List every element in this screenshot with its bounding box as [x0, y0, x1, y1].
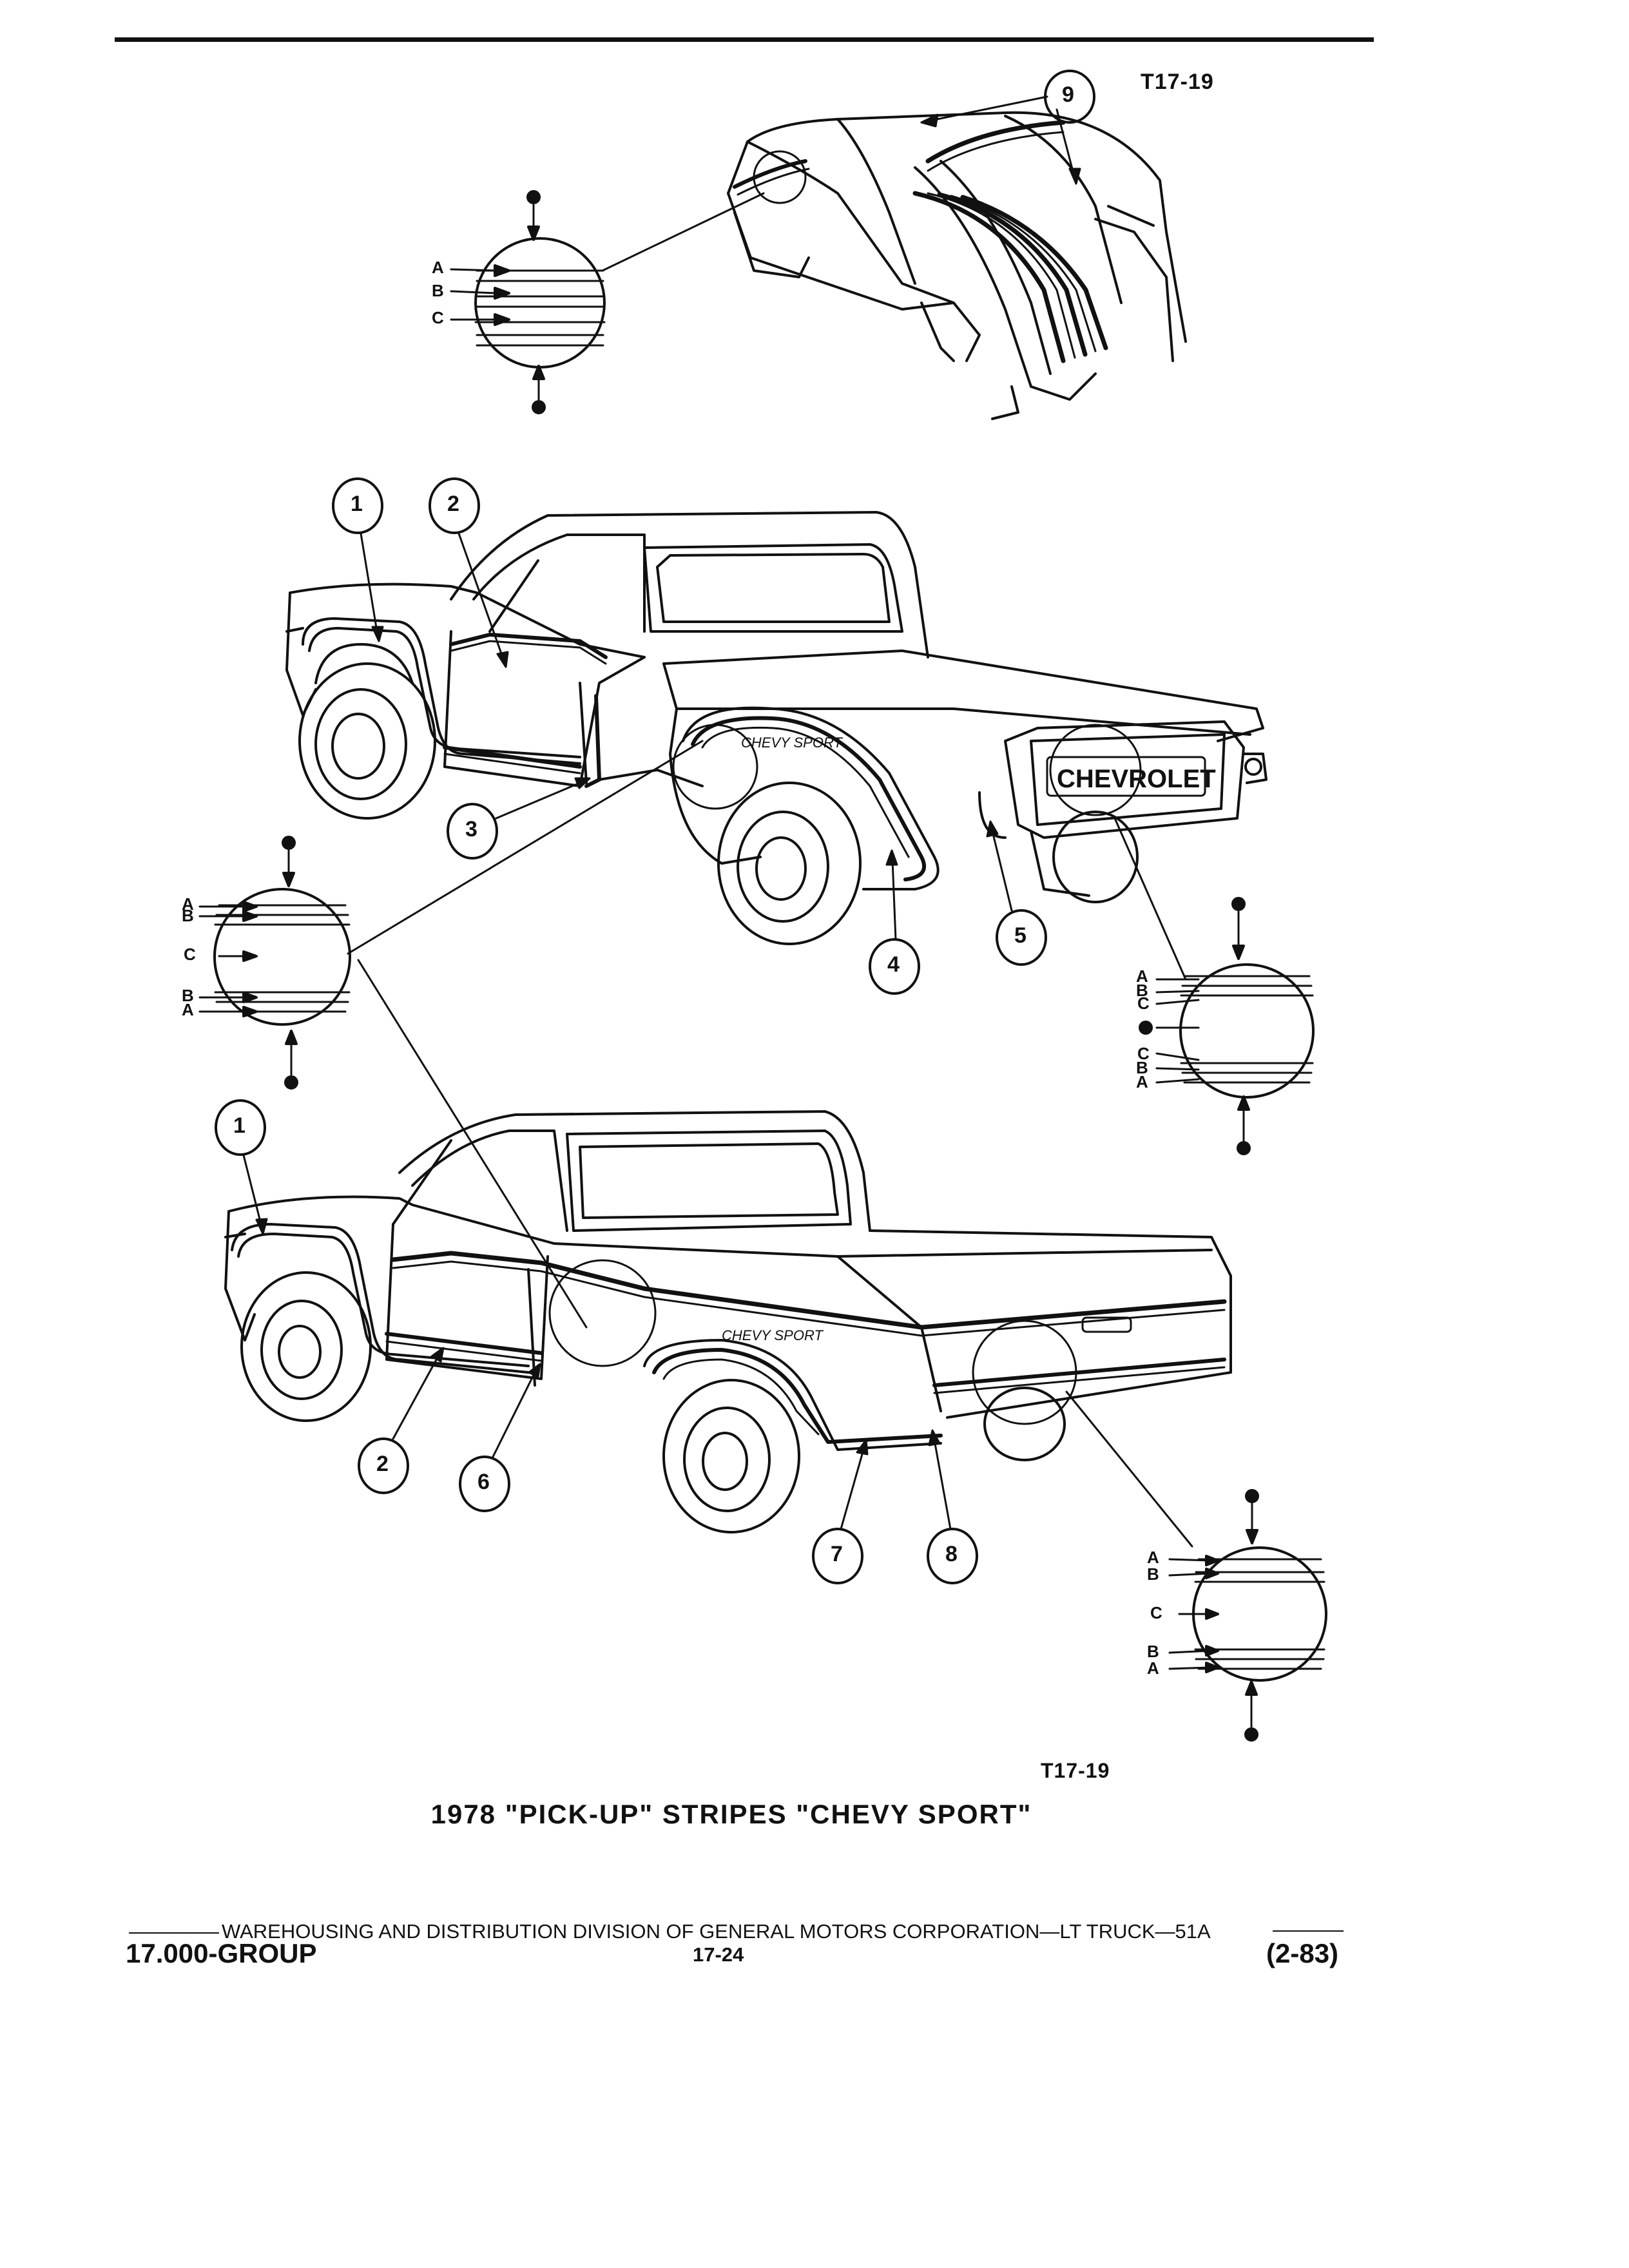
callout-1-label: 1 [351, 492, 363, 516]
hood-view [601, 111, 1187, 420]
callout-8-label: 8 [945, 1542, 958, 1566]
box-letter-c: C [1150, 1603, 1163, 1622]
callout-2-circle-top [429, 477, 480, 534]
callout-5-label: 5 [1014, 923, 1027, 948]
stepside-pickup: CHEVY SPORT CHEVROLET [285, 511, 1268, 945]
callout-2b-label: 2 [376, 1452, 389, 1476]
callout-6-label: 6 [477, 1470, 490, 1494]
fender-letter-b-bottom: B [182, 986, 195, 1005]
detail-circle-rear-fender [198, 740, 704, 1329]
box-letter-a-bottom: A [1147, 1658, 1160, 1678]
callout-7-label: 7 [831, 1542, 843, 1566]
hood-letter-c: C [432, 308, 445, 327]
callout-9-circle [1044, 70, 1095, 124]
figure-caption: 1978 "PICK-UP" STRIPES "CHEVY SPORT" [430, 1799, 1032, 1829]
top-rule [115, 37, 1374, 42]
fleetside-pickup: CHEVY SPORT [224, 1110, 1232, 1548]
svg-text:CHEVY SPORT: CHEVY SPORT [722, 1327, 824, 1343]
detail-circle-tailgate [1113, 817, 1315, 1155]
footer-division-line: WAREHOUSING AND DISTRIBUTION DIVISION OF… [129, 1920, 1211, 1943]
fender-letter-c: C [184, 945, 197, 964]
hood-letter-a: A [432, 258, 445, 277]
box-letter-b-bottom: B [1147, 1642, 1160, 1661]
footer-division-text: WAREHOUSING AND DISTRIBUTION DIVISION OF… [222, 1920, 1211, 1943]
callout-9-leaders [920, 95, 1081, 185]
tailgate-letter-b-top: B [1136, 981, 1149, 1000]
detail-circle-box-side [1168, 1489, 1327, 1742]
footer-dash [129, 1932, 219, 1934]
revision-date: (2-83) [1266, 1938, 1339, 1968]
callout-1-circle-top [332, 477, 383, 534]
callout-4-circle [869, 938, 920, 995]
tailgate-letter-a-top: A [1136, 966, 1149, 986]
tailgate-letter-a-bottom: A [1136, 1072, 1149, 1091]
fender-letter-a-bottom: A [182, 1000, 195, 1019]
callout-9-label: 9 [1062, 82, 1075, 107]
tailgate-letter-b-bottom: B [1136, 1058, 1149, 1077]
box-letter-b-top: B [1147, 1564, 1160, 1584]
svg-text:CHEVY SPORT: CHEVY SPORT [741, 735, 843, 751]
callout-1-circle-bottom [215, 1099, 266, 1156]
callout-4-label: 4 [887, 952, 900, 977]
diagram-reference-bottom: T17-19 [1041, 1759, 1110, 1782]
hood-letter-b: B [432, 281, 445, 300]
callout-3-label: 3 [465, 817, 478, 841]
callout-8-circle [927, 1528, 978, 1584]
callout-5-circle [996, 909, 1047, 966]
callout-1b-label: 1 [233, 1113, 246, 1138]
tailgate-letter-c-top: C [1137, 994, 1150, 1013]
callout-6-circle [459, 1456, 510, 1512]
tailgate-letter-c-bottom: C [1137, 1044, 1150, 1063]
diagram-reference-top: T17-19 [1141, 70, 1214, 94]
box-letter-a-top: A [1147, 1548, 1160, 1567]
footer-rule [1273, 1930, 1344, 1932]
callout-2-label: 2 [447, 492, 460, 516]
callout-2-circle-bottom [358, 1437, 409, 1494]
callout-7-circle [812, 1528, 863, 1584]
callout-3-circle [447, 803, 498, 860]
fender-letter-b-top: B [182, 906, 195, 925]
detail-circle-hood [450, 190, 606, 414]
fender-letter-a-top: A [182, 894, 195, 914]
callout-leaders [242, 532, 1013, 1530]
callout-circles [215, 70, 1095, 1584]
page-number: 17-24 [693, 1943, 744, 1966]
group-number: 17.000-GROUP [126, 1938, 317, 1968]
